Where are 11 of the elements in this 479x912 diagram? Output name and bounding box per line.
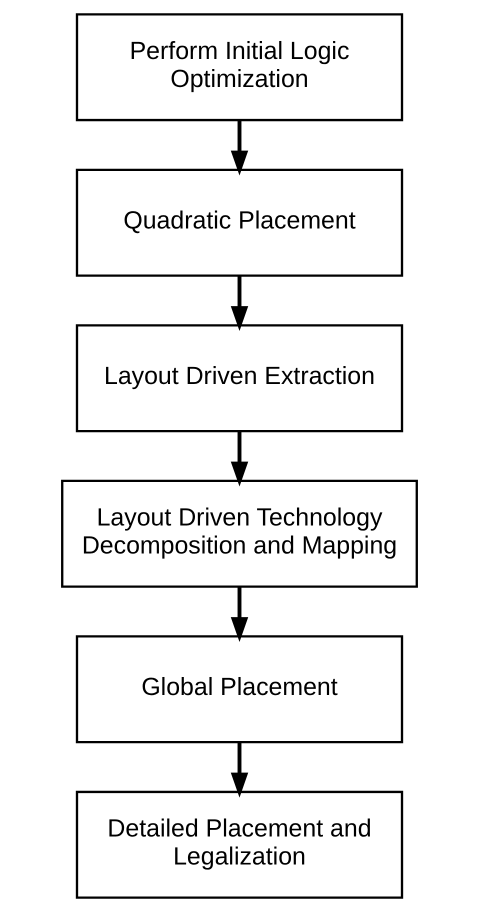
node-box: Quadratic Placement	[76, 168, 404, 277]
node-box: Perform Initial Logic Optimization	[76, 13, 404, 122]
node-box: Layout Driven Technology Decomposition and Mapping	[61, 480, 418, 588]
arrow	[230, 120, 248, 176]
node-box: Global Placement	[76, 635, 404, 744]
arrow	[230, 276, 248, 332]
node-box: Layout Driven Extraction	[76, 324, 404, 432]
node-box: Detailed Placement and Legalization	[76, 790, 404, 899]
arrow	[230, 742, 248, 798]
arrow	[230, 431, 248, 487]
arrow	[230, 586, 248, 642]
